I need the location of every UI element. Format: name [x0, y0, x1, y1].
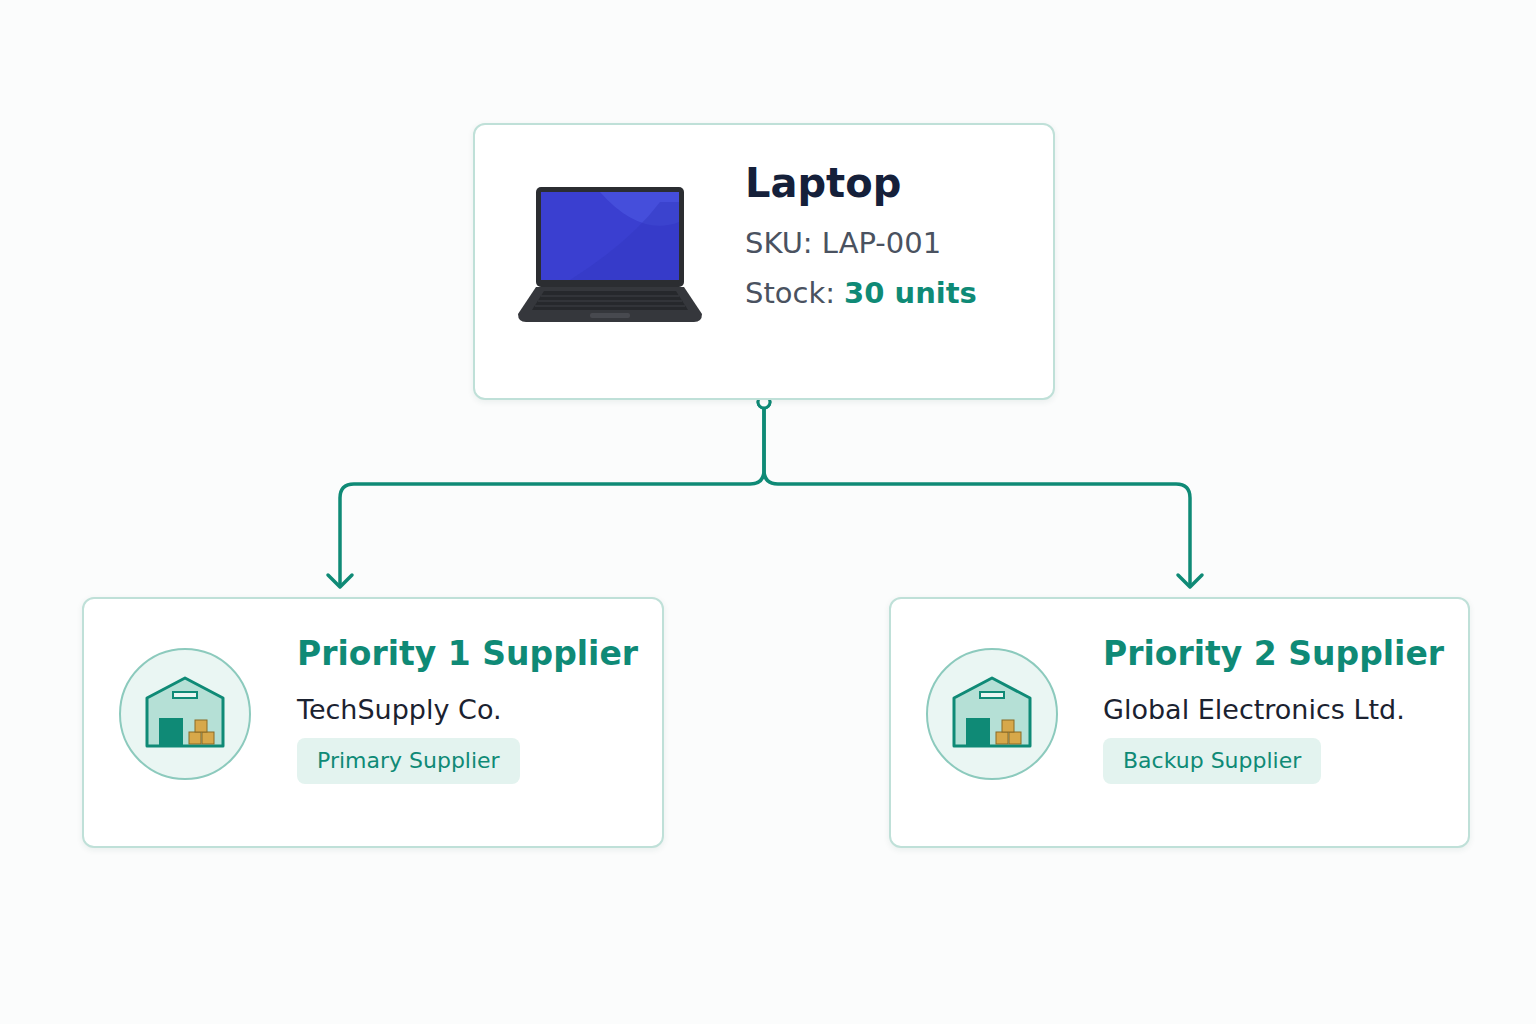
warehouse-icon: [117, 646, 253, 782]
priority-title: Priority 2 Supplier: [1103, 634, 1444, 674]
stock-value: 30 units: [844, 276, 977, 311]
priority-title: Priority 1 Supplier: [297, 634, 638, 674]
supplier-name: Global Electronics Ltd.: [1103, 694, 1405, 726]
sku-text: SKU: LAP-001: [745, 226, 941, 261]
product-title: Laptop: [745, 159, 901, 207]
connector-arrow: [764, 400, 1202, 587]
supplier-badge: Primary Supplier: [297, 738, 520, 784]
laptop-illustration: [510, 182, 710, 328]
warehouse-icon: [924, 646, 1060, 782]
supplier-badge: Backup Supplier: [1103, 738, 1321, 784]
connector-arrow: [328, 400, 764, 587]
supplier-name: TechSupply Co.: [297, 694, 502, 726]
stock-label: Stock:: [745, 276, 835, 311]
